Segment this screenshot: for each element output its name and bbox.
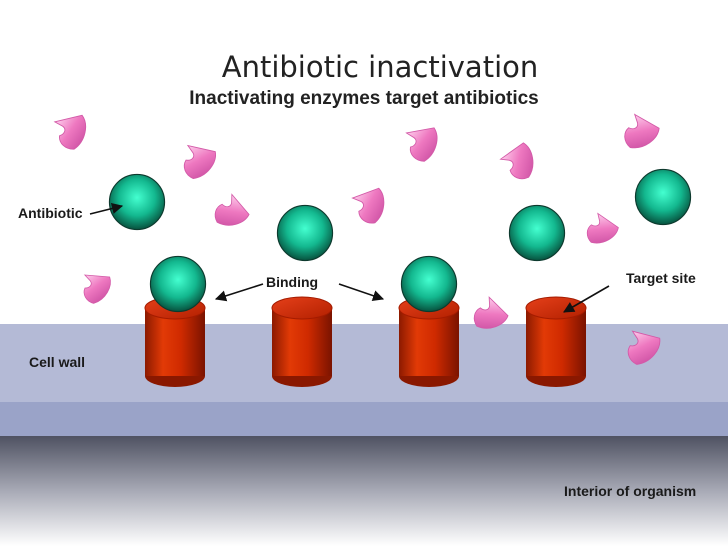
binding-arrow-right (338, 283, 385, 302)
antibiotic-arrow (89, 203, 124, 215)
antibiotic-sphere-bound (149, 255, 207, 313)
antibiotic-label: Antibiotic (18, 205, 83, 221)
antibiotic-sphere (108, 173, 166, 231)
antibiotic-sphere (276, 204, 334, 262)
binding-label: Binding (266, 274, 319, 290)
antibiotic-sphere (508, 204, 566, 262)
enzyme-icon (405, 127, 440, 164)
enzyme-icon (617, 111, 662, 157)
enzyme-icon (498, 141, 542, 186)
target-site-arrow (563, 285, 610, 313)
interior-label: Interior of organism (564, 483, 697, 499)
interior-region (0, 436, 728, 546)
target-site-cylinder (525, 296, 587, 388)
cell-wall-band (0, 324, 728, 402)
target-site-label: Target site (626, 270, 696, 286)
enzyme-icon (580, 211, 621, 252)
cell-wall-label: Cell wall (29, 354, 86, 370)
antibiotic-sphere (634, 168, 692, 226)
target-site-cylinder (271, 296, 333, 388)
enzyme-icon (79, 272, 112, 307)
enzyme-icon (208, 192, 251, 235)
diagram-title: Antibiotic inactivation (221, 50, 539, 84)
enzyme-icon (351, 187, 390, 228)
diagram-subtitle: Inactivating enzymes target antibiotics (189, 88, 539, 109)
enzyme-icon (54, 114, 90, 152)
binding-arrow-left (214, 283, 264, 302)
enzyme-icon (178, 142, 218, 184)
antibiotic-sphere-bound (400, 255, 458, 313)
cell-wall-inner-band (0, 402, 728, 436)
